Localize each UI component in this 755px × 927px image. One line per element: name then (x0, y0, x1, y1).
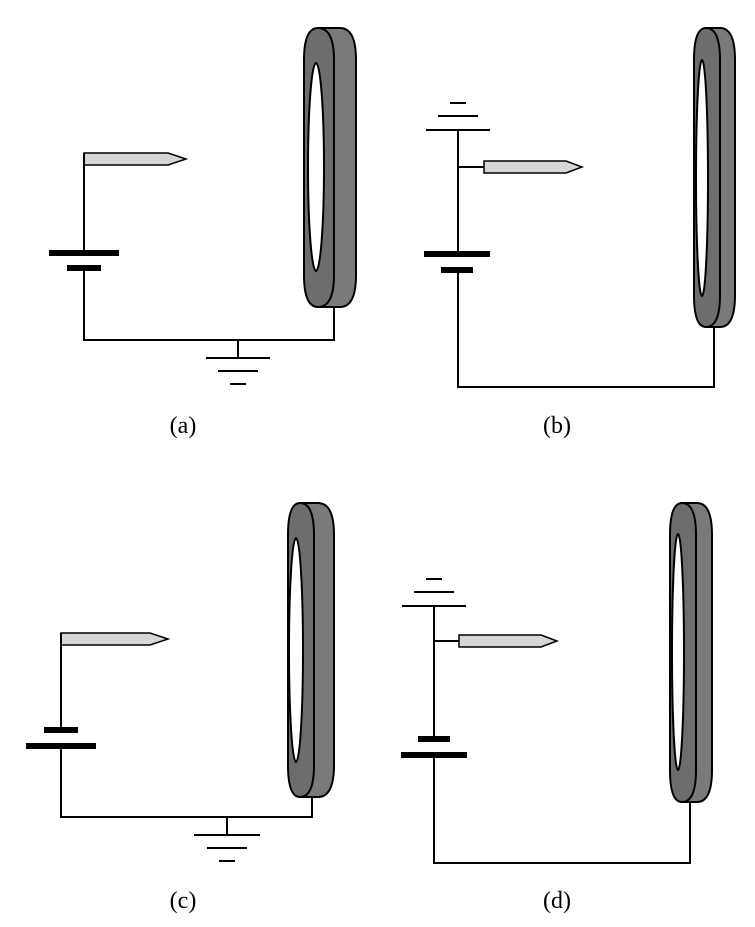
wire (433, 758, 691, 864)
ground-icon (426, 102, 490, 253)
panel-c: (c) (26, 501, 335, 914)
battery-long-plate (49, 250, 119, 256)
battery-long-plate (401, 752, 467, 758)
ground-icon (194, 817, 260, 862)
wire (60, 749, 313, 818)
panel-a: (a) (49, 26, 357, 439)
battery-long-plate (26, 743, 96, 749)
panel-caption: (a) (170, 413, 197, 439)
panel-b: (b) (424, 26, 736, 439)
panel-caption: (b) (543, 413, 571, 439)
needle-icon (60, 632, 171, 646)
collector-ring-icon (287, 501, 335, 799)
needle-icon (83, 152, 189, 166)
battery-long-plate (424, 251, 490, 257)
ground-icon (206, 340, 270, 385)
panel-caption: (c) (170, 888, 197, 914)
panel-caption: (d) (543, 888, 571, 914)
needle-icon (483, 160, 585, 174)
wire (83, 268, 335, 341)
collector-ring-icon (303, 26, 357, 309)
wire (457, 270, 715, 388)
battery-short-plate (44, 727, 78, 733)
battery-short-plate (418, 736, 450, 742)
panel-d: (d) (401, 501, 713, 914)
collector-ring-icon (693, 26, 736, 329)
collector-ring-icon (669, 501, 713, 804)
ground-icon (402, 578, 466, 738)
needle-icon (458, 634, 560, 648)
